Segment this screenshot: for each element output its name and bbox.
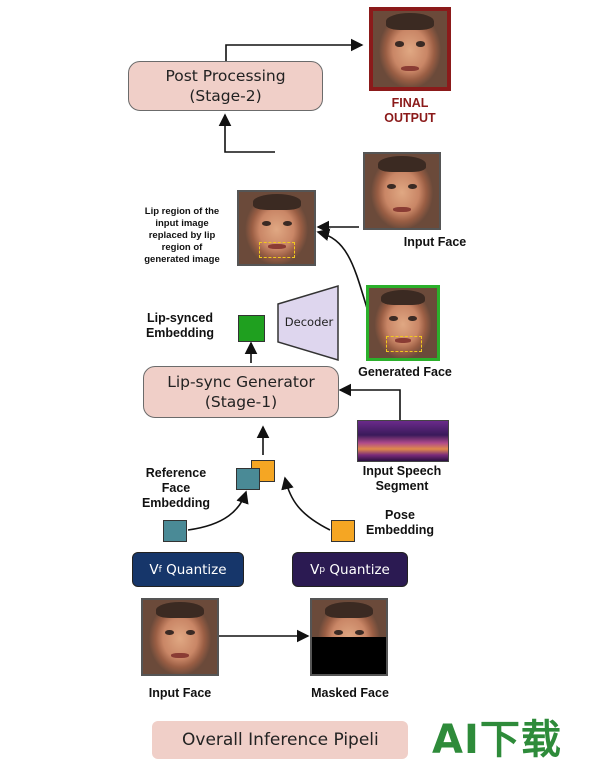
masked-face-label: Masked Face [311,686,389,700]
mask-block [312,637,386,674]
footer-title-box: Overall Inference Pipeli [152,721,408,759]
fused-reference-square [236,468,260,490]
lip-region-box [259,242,295,258]
generated-lip-box [386,336,422,352]
lipsync-generator-stage: Lip-sync Generator (Stage-1) [143,366,339,418]
input-face-bottom-label: Input Face [148,686,212,700]
generated-face-label: Generated Face [358,365,452,379]
arrow-pose-to-fused [281,476,331,531]
input-face-bottom [141,598,219,676]
generated-face [366,285,440,361]
decoder-shape [277,284,339,362]
post-processing-subtitle: (Stage-2) [189,87,262,105]
pose-embedding-label: Pose Embedding [365,508,435,537]
lipsync-generator-title: Lip-sync Generator [167,373,315,391]
input-face-top [363,152,441,230]
arrow-lipregion-to-post [218,113,275,153]
pose-embedding-square [331,520,355,542]
watermark-logo: AI下载 [432,717,562,763]
masked-face [310,598,388,676]
lip-replaced-face [237,190,316,266]
final-output-face [369,7,451,91]
lip-synced-embedding-label: Lip-synced Embedding [145,311,215,340]
lip-region-caption: Lip region of the input image replaced b… [144,206,220,265]
post-processing-stage: Post Processing (Stage-2) [128,61,323,111]
post-processing-title: Post Processing [165,67,286,85]
speech-spectrogram [357,420,449,462]
input-face-top-label: Input Face [403,235,467,249]
input-speech-label: Input Speech Segment [362,464,442,493]
lip-synced-embedding-square [238,315,265,342]
arrow-ref-to-fused [187,490,249,531]
lipsync-generator-subtitle: (Stage-1) [204,393,278,411]
arrow-speech-to-generator [338,383,401,420]
arrow-post-to-final [225,38,364,61]
reference-face-label: Reference Face Embedding [141,466,211,510]
arrow-generated-to-lipregion [316,228,371,319]
footer-title-text: Overall Inference Pipeli [182,730,379,750]
reference-embedding-square [163,520,187,542]
final-output-label: FINAL OUTPUT [384,96,436,125]
decoder-label: Decoder [284,315,334,329]
